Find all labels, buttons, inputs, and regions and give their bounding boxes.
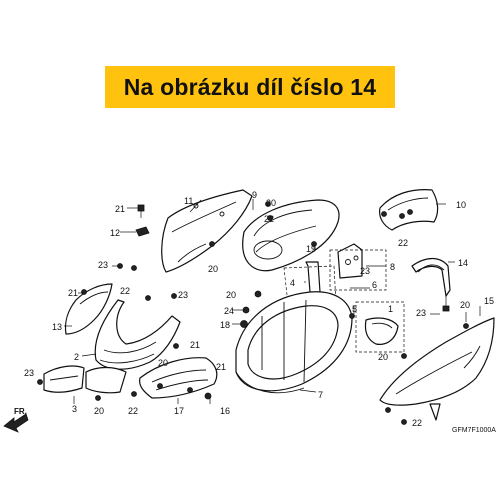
banner-text: Na obrázku díl číslo 14 [123, 73, 377, 100]
callout-20d: 20 [158, 358, 168, 368]
part-2-lower [85, 366, 127, 394]
fasteners [37, 201, 469, 425]
callout-16: 16 [220, 406, 230, 416]
callout-3: 3 [72, 404, 77, 414]
callout-21b: 21 [68, 288, 78, 298]
callout-22b: 22 [120, 286, 130, 296]
callout-20f: 20 [378, 352, 388, 362]
front-label: FR. [14, 407, 27, 416]
callout-22e: 22 [412, 418, 422, 428]
callout-11: 11 [184, 196, 193, 206]
diagram-code: GFM7F1000A [452, 427, 496, 434]
callout-17: 17 [174, 406, 184, 416]
callout-8: 8 [390, 262, 395, 272]
callout-23e: 23 [416, 308, 426, 318]
callout-12: 12 [110, 228, 120, 238]
callout-22c: 22 [128, 406, 138, 416]
callout-20: 20 [266, 198, 276, 208]
part-8-bracket [329, 243, 387, 291]
callout-21: 21 [115, 204, 125, 214]
callout-2: 2 [74, 352, 79, 362]
part-9-seat-cover [242, 199, 340, 272]
part-7-luggage-box [235, 291, 353, 394]
part-12-clip [135, 226, 150, 237]
callout-23c: 23 [24, 368, 34, 378]
callout-18: 18 [220, 320, 230, 330]
callout-23b: 23 [178, 290, 188, 300]
part-13-side-panel [64, 283, 113, 335]
callout-22: 22 [264, 214, 274, 224]
callout-labels: 21 11 12 20 22 9 20 23 22 23 21 13 2 23 … [24, 190, 494, 428]
callout-6: 6 [372, 280, 377, 290]
part-2-leg-shield [94, 299, 181, 370]
arrow-left-icon [3, 413, 29, 433]
callout-14: 14 [458, 258, 468, 268]
callout-20c: 20 [94, 406, 104, 416]
title-banner: Na obrázku díl číslo 14 [105, 66, 395, 108]
callout-21c: 21 [190, 340, 200, 350]
part-3-lower-panel [43, 365, 85, 393]
callout-21d: 21 [216, 362, 226, 372]
part-17-floor-cover [139, 357, 218, 399]
front-direction-marker: FR. [3, 407, 29, 433]
callout-13: 13 [52, 322, 62, 332]
callout-23d: 23 [360, 266, 370, 276]
part-15-rear-side-cover [379, 317, 495, 421]
callout-10: 10 [456, 200, 466, 210]
callout-5: 5 [352, 304, 357, 314]
callout-1: 1 [388, 304, 393, 314]
bolt-21-top [127, 204, 145, 218]
callout-7: 7 [318, 390, 323, 400]
callout-20g: 20 [460, 300, 470, 310]
part-11-body-cover [161, 189, 253, 273]
callout-22d: 22 [398, 238, 408, 248]
leader-lines [64, 199, 481, 404]
callout-20b: 20 [208, 264, 218, 274]
callout-9: 9 [252, 190, 257, 200]
callout-23: 23 [98, 260, 108, 270]
callout-20e: 20 [226, 290, 236, 300]
callout-4: 4 [290, 278, 295, 288]
callout-15: 15 [484, 296, 494, 306]
part-1-small-cover [355, 301, 405, 353]
part-14-grab-rail [411, 257, 455, 312]
callout-24: 24 [224, 306, 234, 316]
callout-19: 19 [306, 244, 316, 254]
